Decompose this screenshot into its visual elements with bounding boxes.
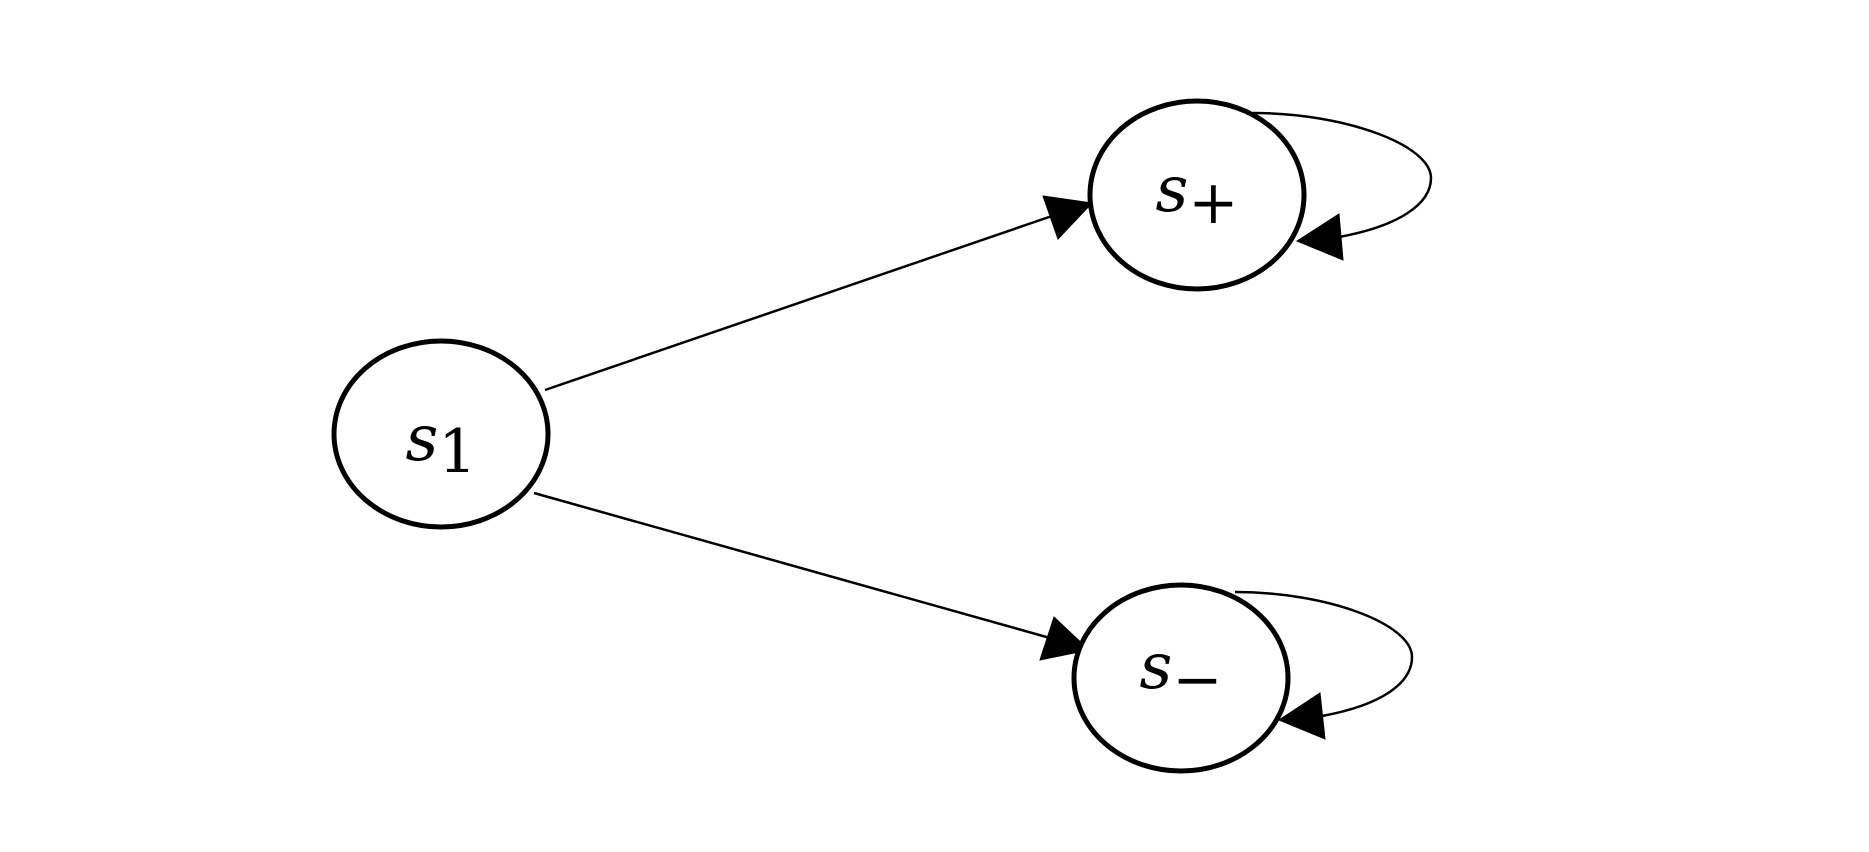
self-loop-s-plus — [1252, 111, 1433, 261]
arrowhead — [1277, 692, 1326, 740]
node-s1: s1 — [331, 338, 551, 530]
self-loop-s-minus — [1234, 590, 1414, 740]
edge-s1-to-s-minus — [533, 491, 1091, 661]
node-s-plus: s+ — [1087, 98, 1307, 292]
arrowhead — [1042, 195, 1094, 240]
arrowhead — [1295, 213, 1344, 261]
node-s-minus: s− — [1071, 582, 1291, 774]
node-label: s1 — [405, 402, 476, 487]
node-label: s+ — [1155, 153, 1238, 238]
node-label: s− — [1139, 630, 1222, 715]
edge-s1-to-s-plus — [544, 195, 1094, 392]
